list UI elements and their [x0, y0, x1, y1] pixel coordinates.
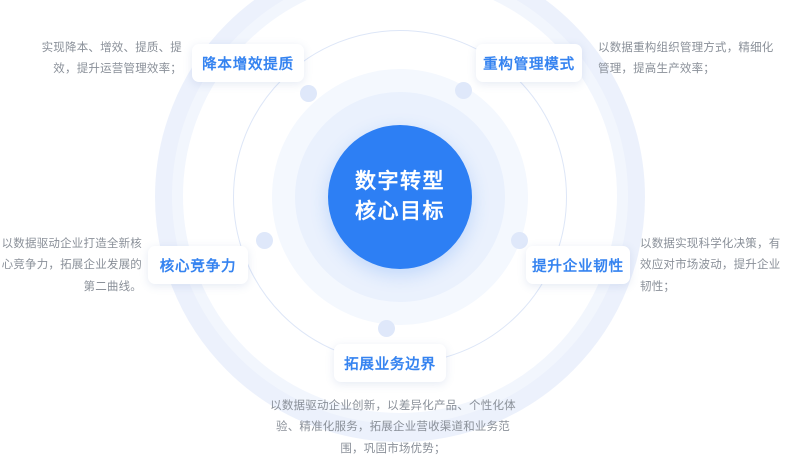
node-label-cost-efficiency[interactable]: 降本增效提质 — [192, 44, 304, 82]
core-title-line-1: 数字转型 — [355, 169, 445, 193]
orbit-dot-business-boundary — [378, 320, 395, 337]
node-description-enterprise-resilience: 以数据实现科学化决策，有效应对市场波动，提升企业韧性； — [640, 238, 781, 293]
orbit-dot-cost-efficiency — [300, 85, 317, 102]
outer-ring-band-secondary — [172, 0, 628, 424]
orbit-dot-management-model — [455, 82, 472, 99]
node-description-business-boundary: 以数据驱动企业创新，以差异化产品、个性化体验、精准化服务，拓展企业营收渠道和业务… — [270, 400, 516, 455]
node-description-core-competitiveness: 以数据驱动企业打造全新核心竞争力，拓展企业发展的第二曲线。 — [1, 238, 142, 293]
node-label-enterprise-resilience[interactable]: 提升企业韧性 — [526, 246, 630, 284]
node-description-management-model: 以数据重构组织管理方式，精细化管理，提高生产效率； — [598, 42, 774, 76]
orbit-dot-enterprise-resilience — [511, 232, 528, 249]
node-label-business-boundary[interactable]: 拓展业务边界 — [334, 344, 446, 382]
core-circle: 数字转型 核心目标 — [328, 125, 472, 269]
core-title-line-2: 核心目标 — [355, 200, 445, 223]
node-label-management-model[interactable]: 重构管理模式 — [476, 44, 582, 82]
orbit-dot-core-competitiveness — [256, 232, 273, 249]
node-description-cost-efficiency: 实现降本、增效、提质、提效，提升运营管理效率； — [41, 42, 182, 76]
node-label-core-competitiveness[interactable]: 核心竞争力 — [148, 246, 248, 284]
